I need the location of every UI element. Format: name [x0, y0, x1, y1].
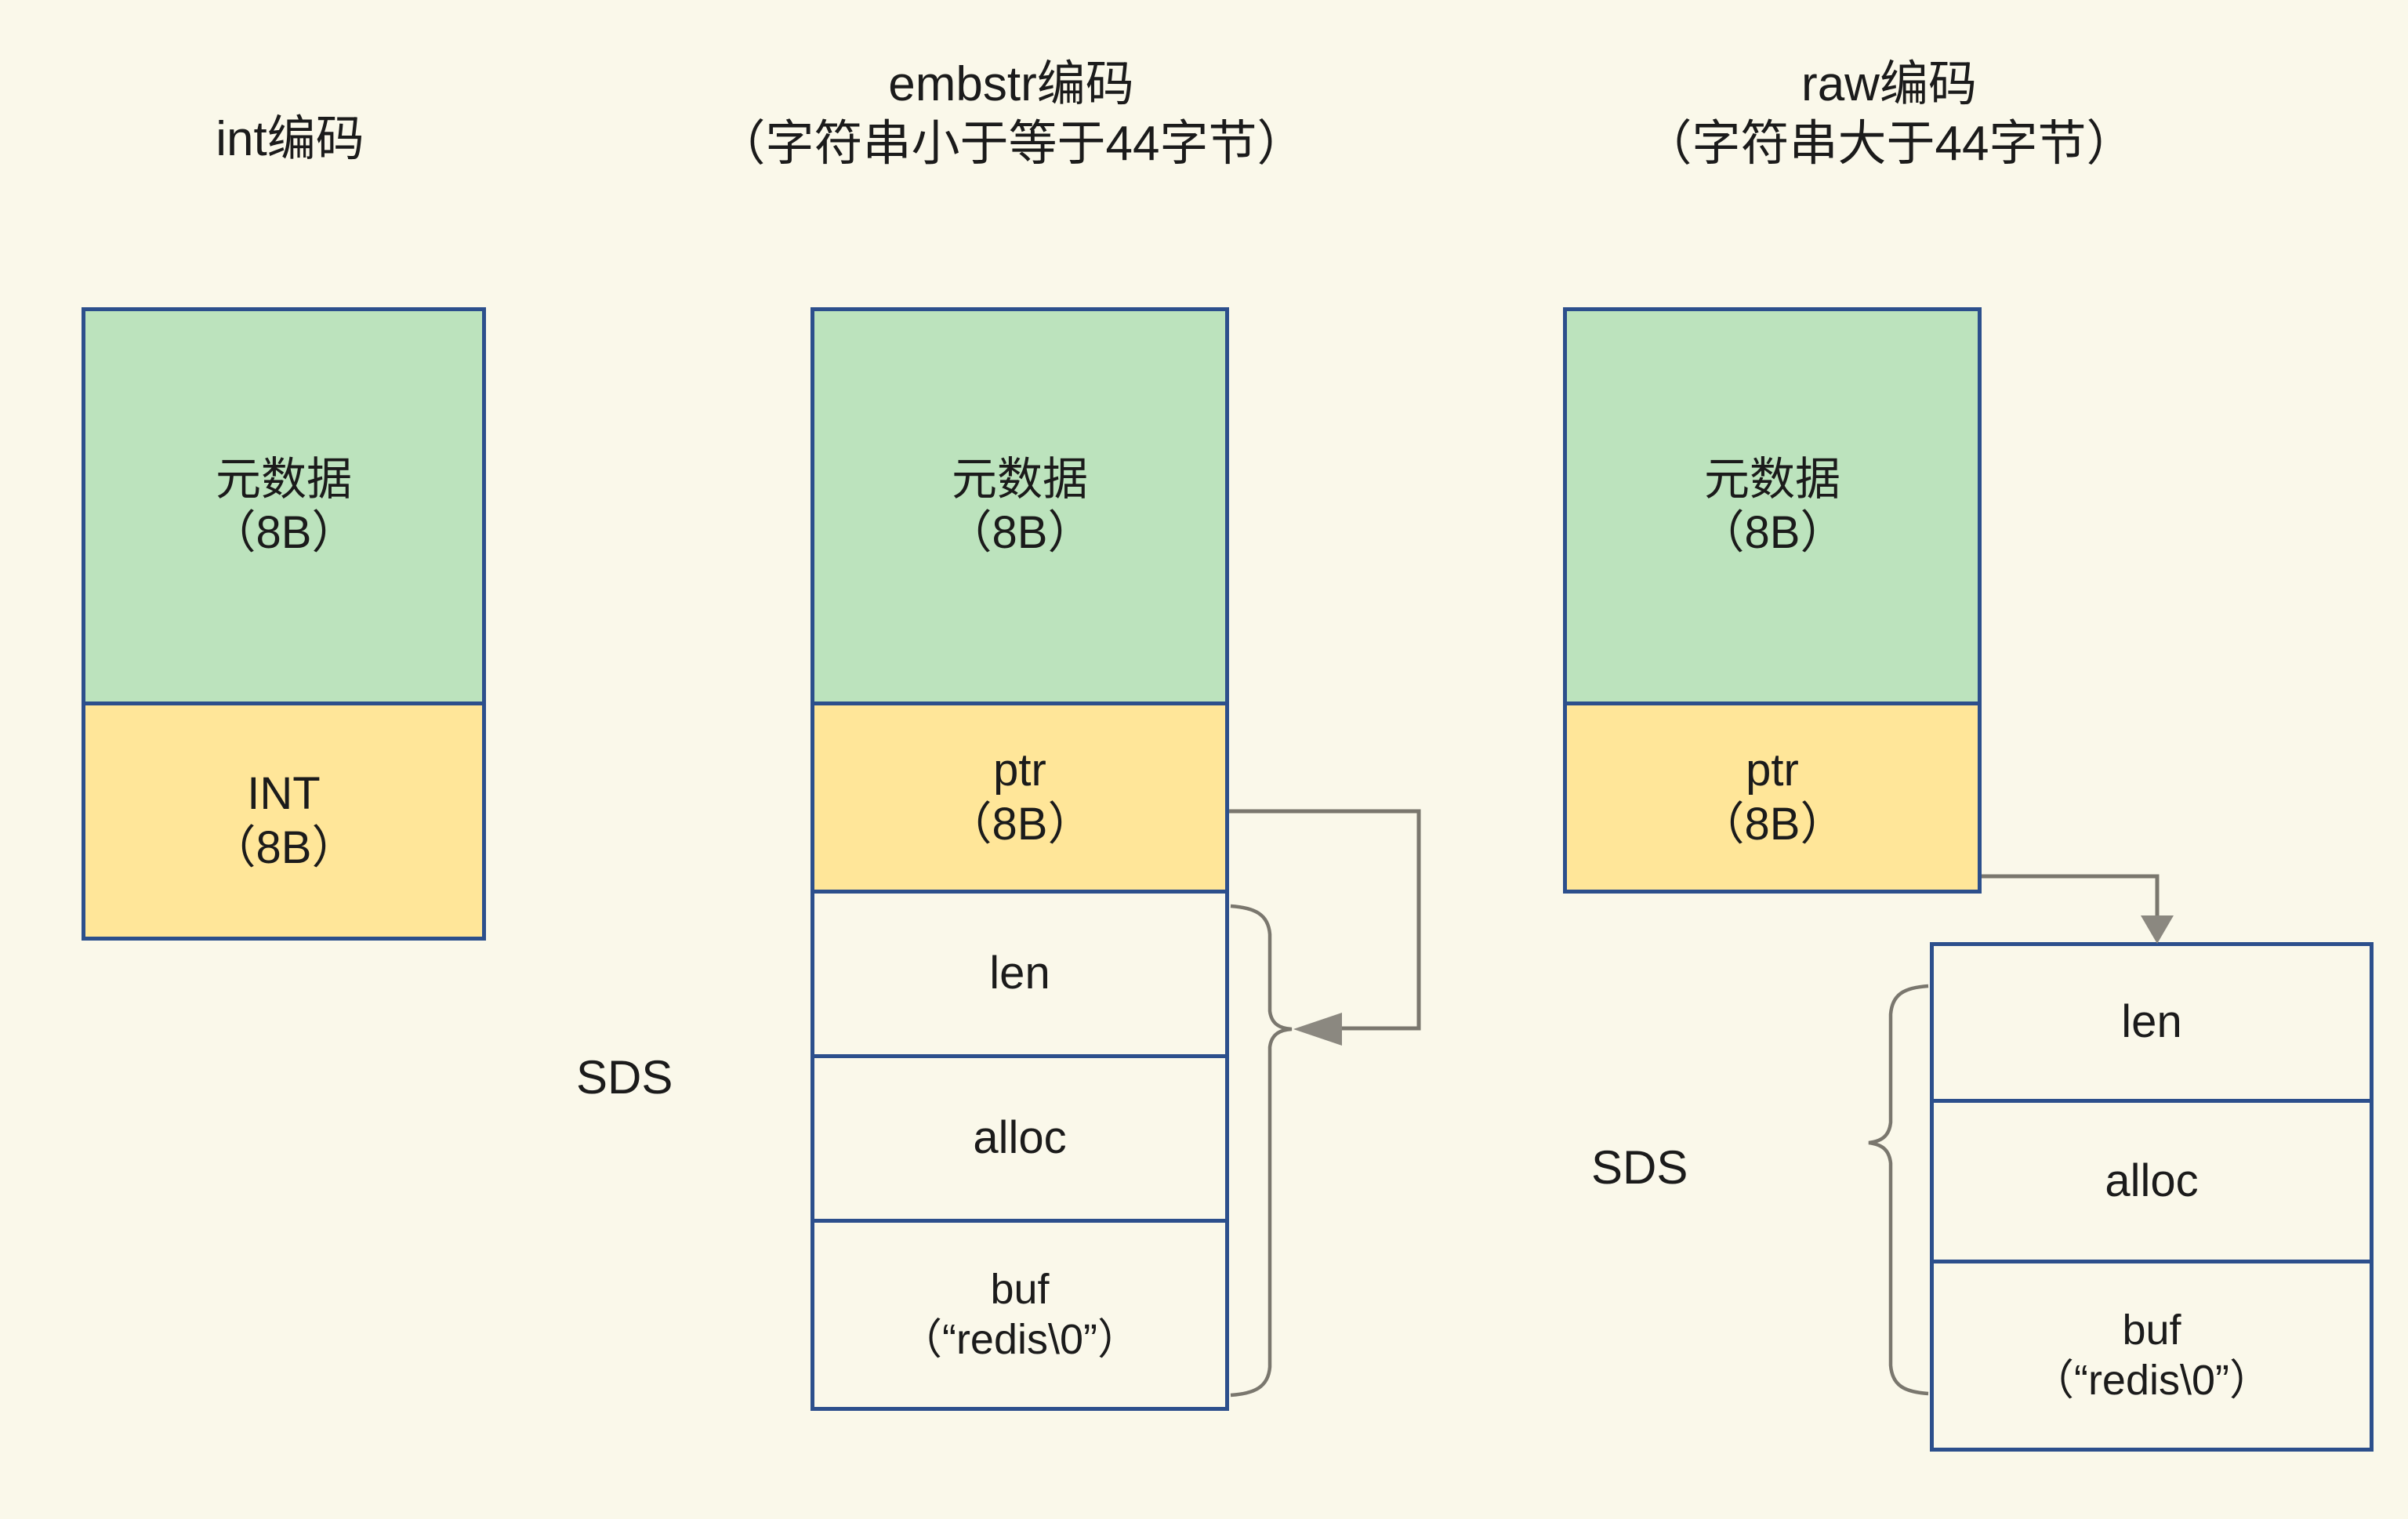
embstr-sds-label: SDS [576, 1051, 673, 1104]
raw-len-box: len [1930, 942, 2374, 1103]
raw-sds-label: SDS [1591, 1141, 1688, 1194]
raw-alloc-box: alloc [1930, 1103, 2374, 1263]
embstr-ptr-arrow-wire [1229, 809, 1421, 1031]
raw-buf-box: buf （“redis\0”） [1930, 1263, 2374, 1452]
int-metadata-box: 元数据 （8B） [82, 307, 486, 705]
embstr-buf-box: buf （“redis\0”） [811, 1223, 1229, 1411]
embstr-ptr-box: ptr （8B） [811, 705, 1229, 894]
raw-sds-brace [1868, 984, 1929, 1396]
embstr-metadata-box: 元数据 （8B） [811, 307, 1229, 705]
embstr-sds-brace [1230, 904, 1293, 1398]
embstr-len-box: len [811, 894, 1229, 1058]
raw-ptr-box: ptr （8B） [1563, 705, 1982, 894]
column-title-raw: raw编码 （字符串大于44字节） [1643, 57, 2135, 171]
embstr-ptr-arrowhead [1293, 1013, 1342, 1046]
int-value-box: INT （8B） [82, 705, 486, 941]
raw-ptr-arrow-wire [1982, 874, 2160, 919]
column-title-int: int编码 [216, 112, 364, 166]
column-title-embstr: embstr编码 （字符串小于等于44字节） [716, 57, 1306, 171]
embstr-alloc-box: alloc [811, 1058, 1229, 1223]
raw-ptr-arrowhead [2141, 915, 2174, 944]
raw-metadata-box: 元数据 （8B） [1563, 307, 1982, 705]
